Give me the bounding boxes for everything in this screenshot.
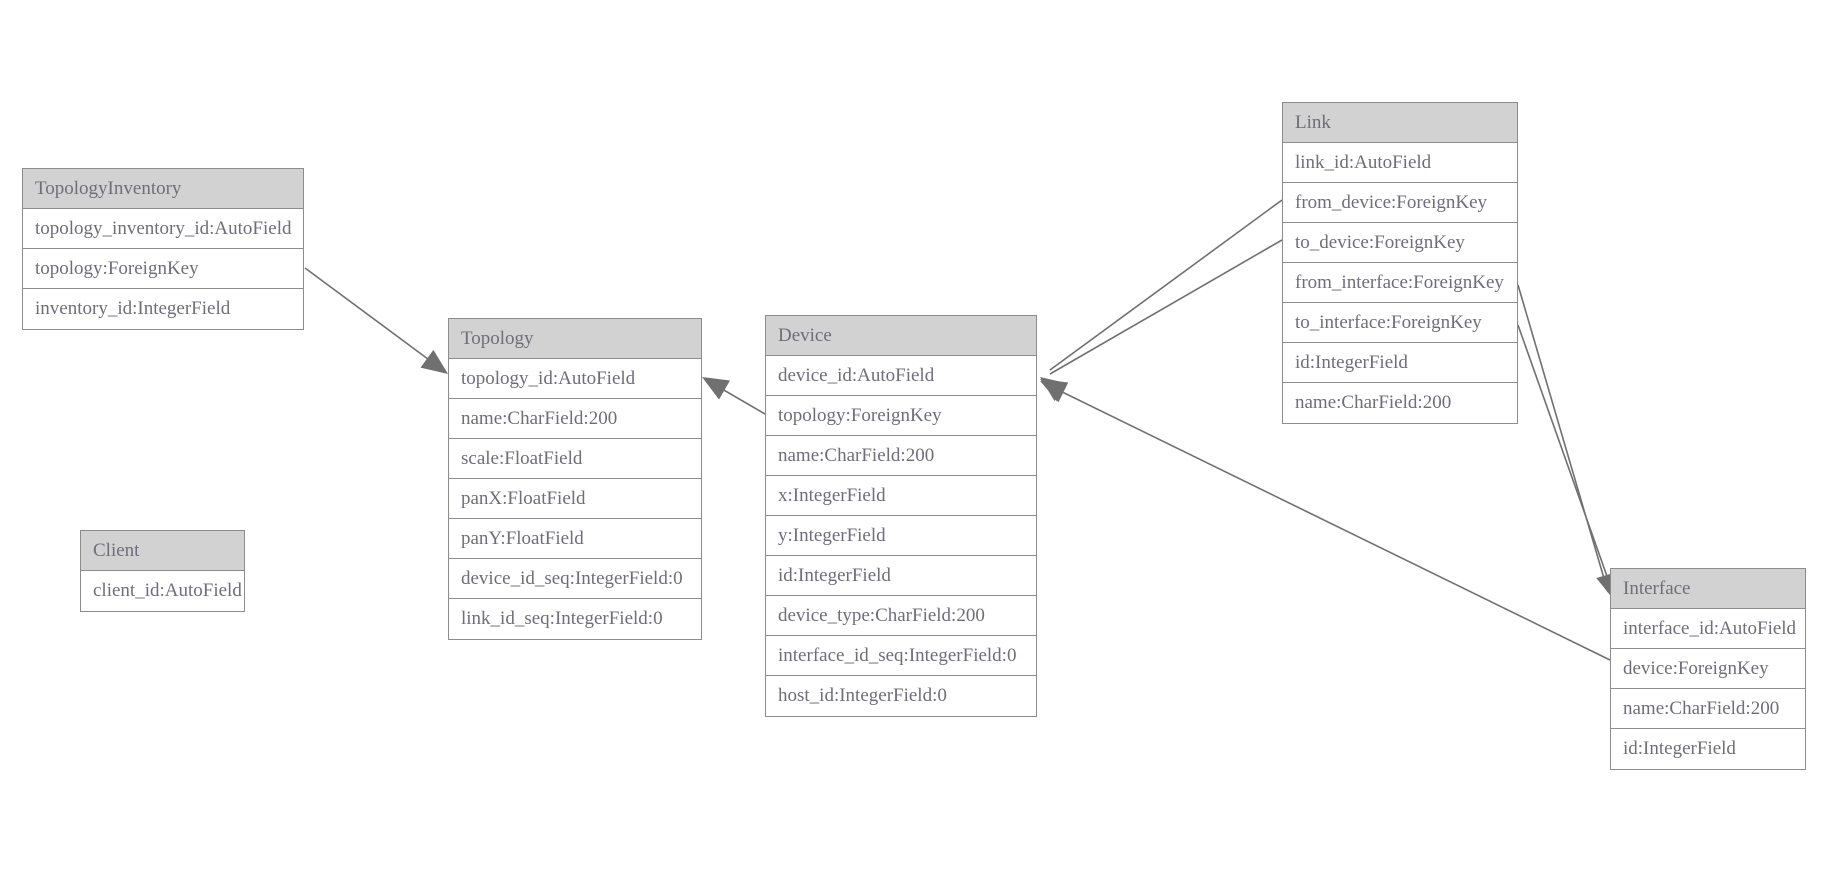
arrowhead: [1040, 377, 1068, 402]
entity-title-device: Device: [766, 316, 1036, 356]
entity-client[interactable]: Client client_id:AutoField: [80, 530, 245, 612]
entity-field: link_id:AutoField: [1283, 143, 1517, 183]
entity-field: device_id_seq:IntegerField:0: [449, 559, 701, 599]
entity-field: interface_id_seq:IntegerField:0: [766, 636, 1036, 676]
entity-field: id:IntegerField: [1283, 343, 1517, 383]
entity-field: scale:FloatField: [449, 439, 701, 479]
arrowhead: [1040, 379, 1069, 402]
entity-field: inventory_id:IntegerField: [35, 298, 231, 319]
entity-field: name:CharField:200: [1295, 392, 1452, 413]
entity-field: link_id_seq:IntegerField:0: [461, 608, 663, 629]
entity-field: id:IntegerField: [766, 556, 1036, 596]
entity-field: topology_id:AutoField: [449, 359, 701, 399]
arrowhead: [1040, 381, 1069, 403]
entity-field: host_id:IntegerField:0: [778, 685, 947, 706]
entity-title-topology: Topology: [449, 319, 701, 359]
entity-title-client: Client: [81, 531, 244, 571]
entity-field: topology:ForeignKey: [23, 249, 303, 289]
entity-field: name:CharField:200: [449, 399, 701, 439]
entity-title-topology-inventory: TopologyInventory: [23, 169, 303, 209]
entity-title-interface: Interface: [1611, 569, 1805, 609]
entity-field: to_device:ForeignKey: [1283, 223, 1517, 263]
entity-field: topology:ForeignKey: [766, 396, 1036, 436]
entity-field: panX:FloatField: [449, 479, 701, 519]
entity-field: device:ForeignKey: [1611, 649, 1805, 689]
entity-field: id:IntegerField: [1623, 738, 1736, 759]
relationship-topology-inventory-to-topology: [304, 267, 448, 374]
entity-field: device_id:AutoField: [766, 356, 1036, 396]
relationship-device-to-topology: [702, 377, 766, 415]
relationship-link-from-device-to-device: [1040, 199, 1283, 402]
relationship-link-to-device-to-device: [1040, 239, 1283, 402]
entity-field: panY:FloatField: [449, 519, 701, 559]
entity-field: device_type:CharField:200: [766, 596, 1036, 636]
entity-field: interface_id:AutoField: [1611, 609, 1805, 649]
entity-field: name:CharField:200: [1611, 689, 1805, 729]
entity-field: name:CharField:200: [766, 436, 1036, 476]
entity-title-link: Link: [1283, 103, 1517, 143]
entity-field: from_device:ForeignKey: [1283, 183, 1517, 223]
relationship-link-from-interface-to-interface: [1517, 284, 1618, 600]
entity-field: topology_inventory_id:AutoField: [23, 209, 303, 249]
entity-field: from_interface:ForeignKey: [1283, 263, 1517, 303]
relationship-link-to-interface-to-interface: [1517, 324, 1622, 604]
entity-field: x:IntegerField: [766, 476, 1036, 516]
entity-field: to_interface:ForeignKey: [1283, 303, 1517, 343]
entity-field: client_id:AutoField: [93, 580, 242, 601]
entity-field: y:IntegerField: [766, 516, 1036, 556]
